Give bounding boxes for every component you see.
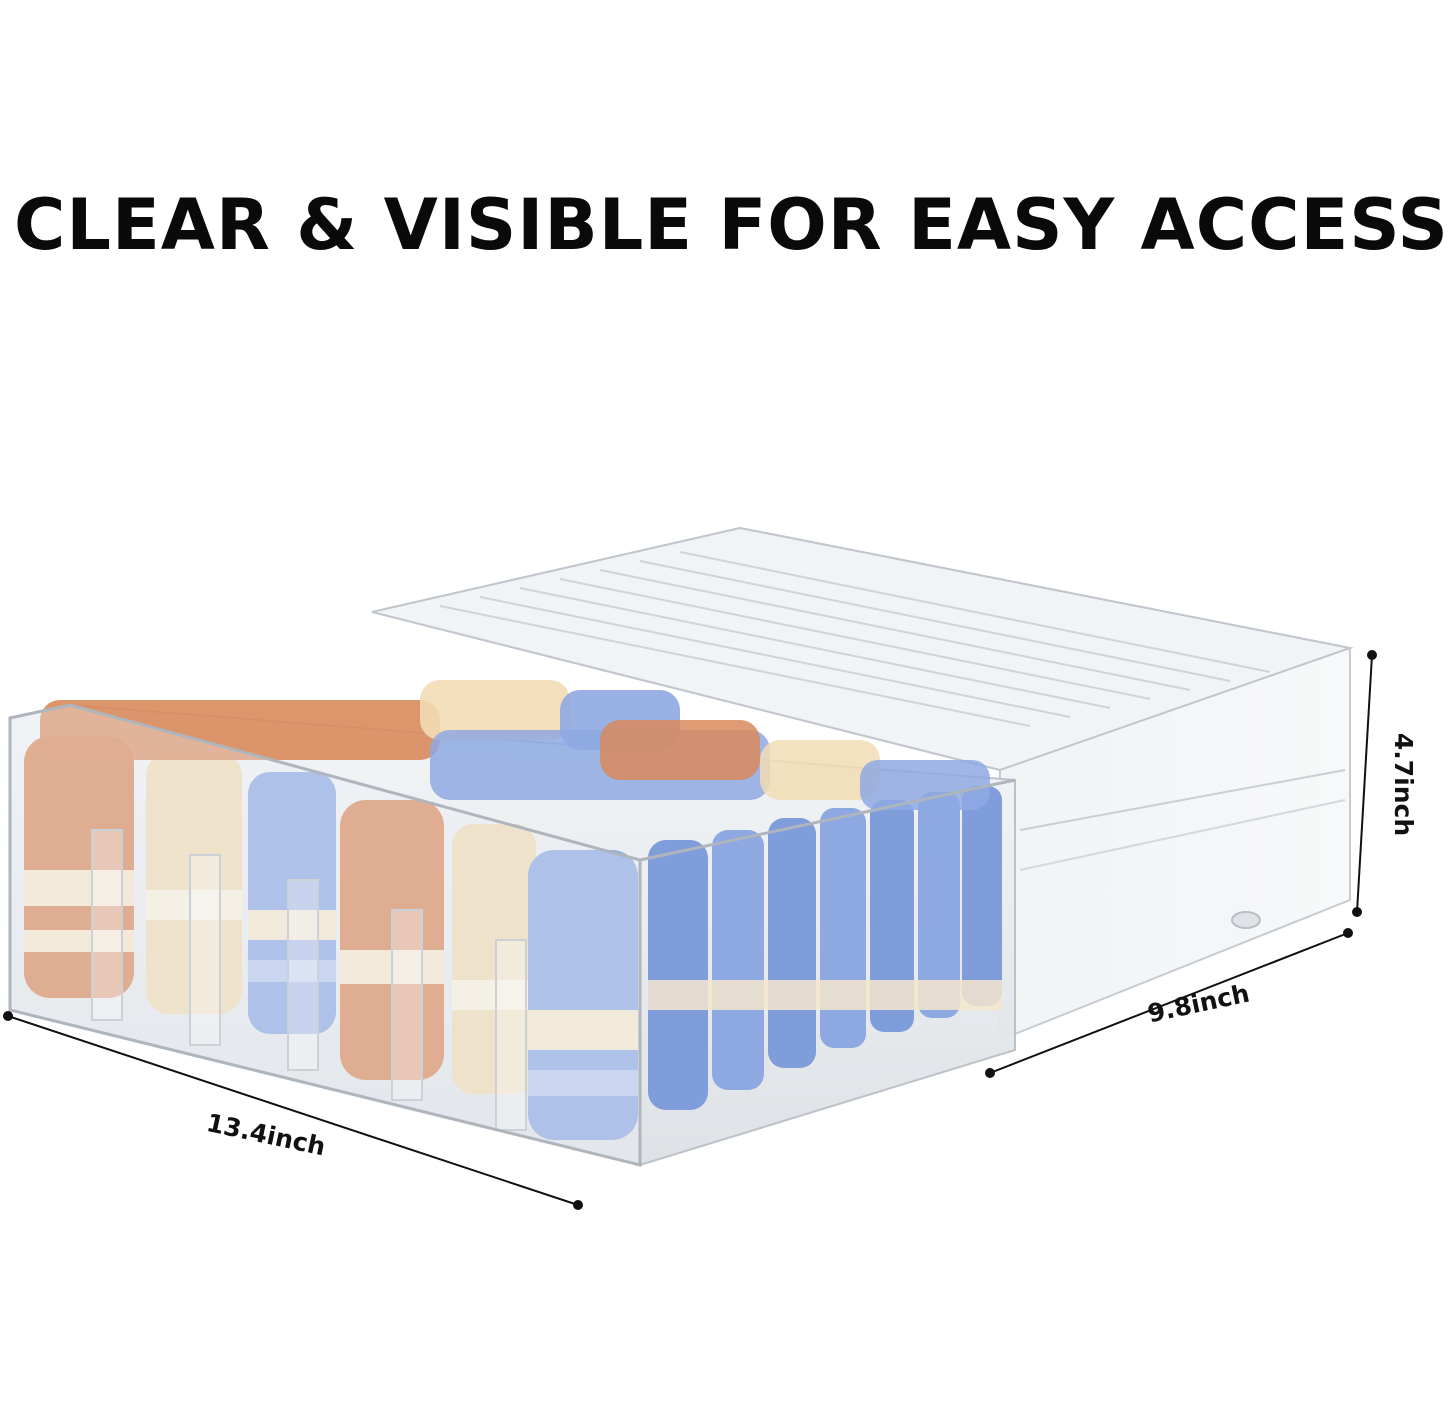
housing-lid <box>371 526 1354 772</box>
dimension-height-label: 4.7inch <box>1389 732 1419 837</box>
lid-ribs <box>439 551 1271 727</box>
dimension-line-height <box>1352 650 1377 917</box>
dimension-line-depth <box>985 928 1353 1078</box>
drawer-housing <box>371 526 1354 1042</box>
clear-storage-drawer-illustration <box>3 526 1377 1210</box>
folded-socks <box>24 680 1002 1140</box>
dimension-line-width <box>3 1011 583 1210</box>
drawer-dividers <box>91 829 527 1131</box>
headline: CLEAR & VISIBLE FOR EASY ACCESS <box>14 184 1449 266</box>
drawer <box>8 680 1016 1167</box>
